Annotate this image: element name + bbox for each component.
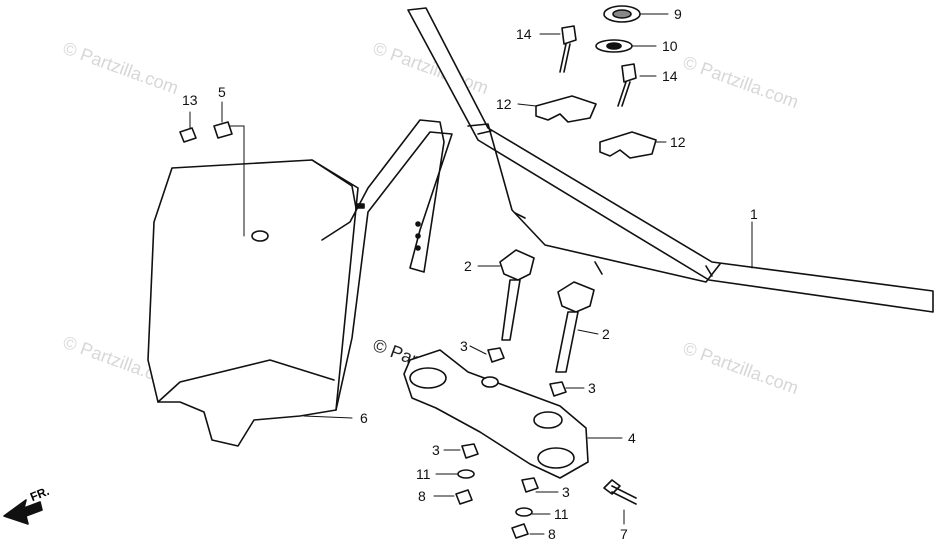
callout-4: 4 xyxy=(628,430,636,446)
callout-3: 3 xyxy=(588,380,596,396)
washers-11-nuts-8 xyxy=(455,469,533,539)
upper-triple-clamp xyxy=(403,349,589,479)
upper-holders xyxy=(535,95,657,159)
bolt-7 xyxy=(603,479,637,505)
callout-9: 9 xyxy=(674,6,682,22)
callout-3: 3 xyxy=(460,338,468,354)
nut-9-washer-10 xyxy=(595,5,641,53)
number-plate xyxy=(147,119,453,447)
callout-14: 14 xyxy=(516,26,532,42)
callout-8: 8 xyxy=(548,526,556,542)
callout-12: 12 xyxy=(670,134,686,150)
handlebar-holders-2 xyxy=(499,249,595,373)
callout-8: 8 xyxy=(418,488,426,504)
bolts-14 xyxy=(559,25,637,107)
callout-7: 7 xyxy=(620,526,628,542)
callout-5: 5 xyxy=(218,84,226,100)
callout-11: 11 xyxy=(416,466,431,482)
callout-11: 11 xyxy=(554,506,569,522)
callout-3: 3 xyxy=(562,484,570,500)
callout-2: 2 xyxy=(464,258,472,274)
callout-2: 2 xyxy=(602,326,610,342)
callout-10: 10 xyxy=(662,38,678,54)
handlebar xyxy=(407,7,934,313)
leader-lines xyxy=(189,13,753,535)
nuts-3 xyxy=(461,347,567,493)
callout-6: 6 xyxy=(360,410,368,426)
bolts-13-5 xyxy=(179,121,233,143)
callout-14: 14 xyxy=(662,68,678,84)
callout-13: 13 xyxy=(182,92,198,108)
front-direction-arrow xyxy=(3,499,43,525)
callout-1: 1 xyxy=(750,206,758,222)
callout-3: 3 xyxy=(432,442,440,458)
callout-12: 12 xyxy=(496,96,512,112)
